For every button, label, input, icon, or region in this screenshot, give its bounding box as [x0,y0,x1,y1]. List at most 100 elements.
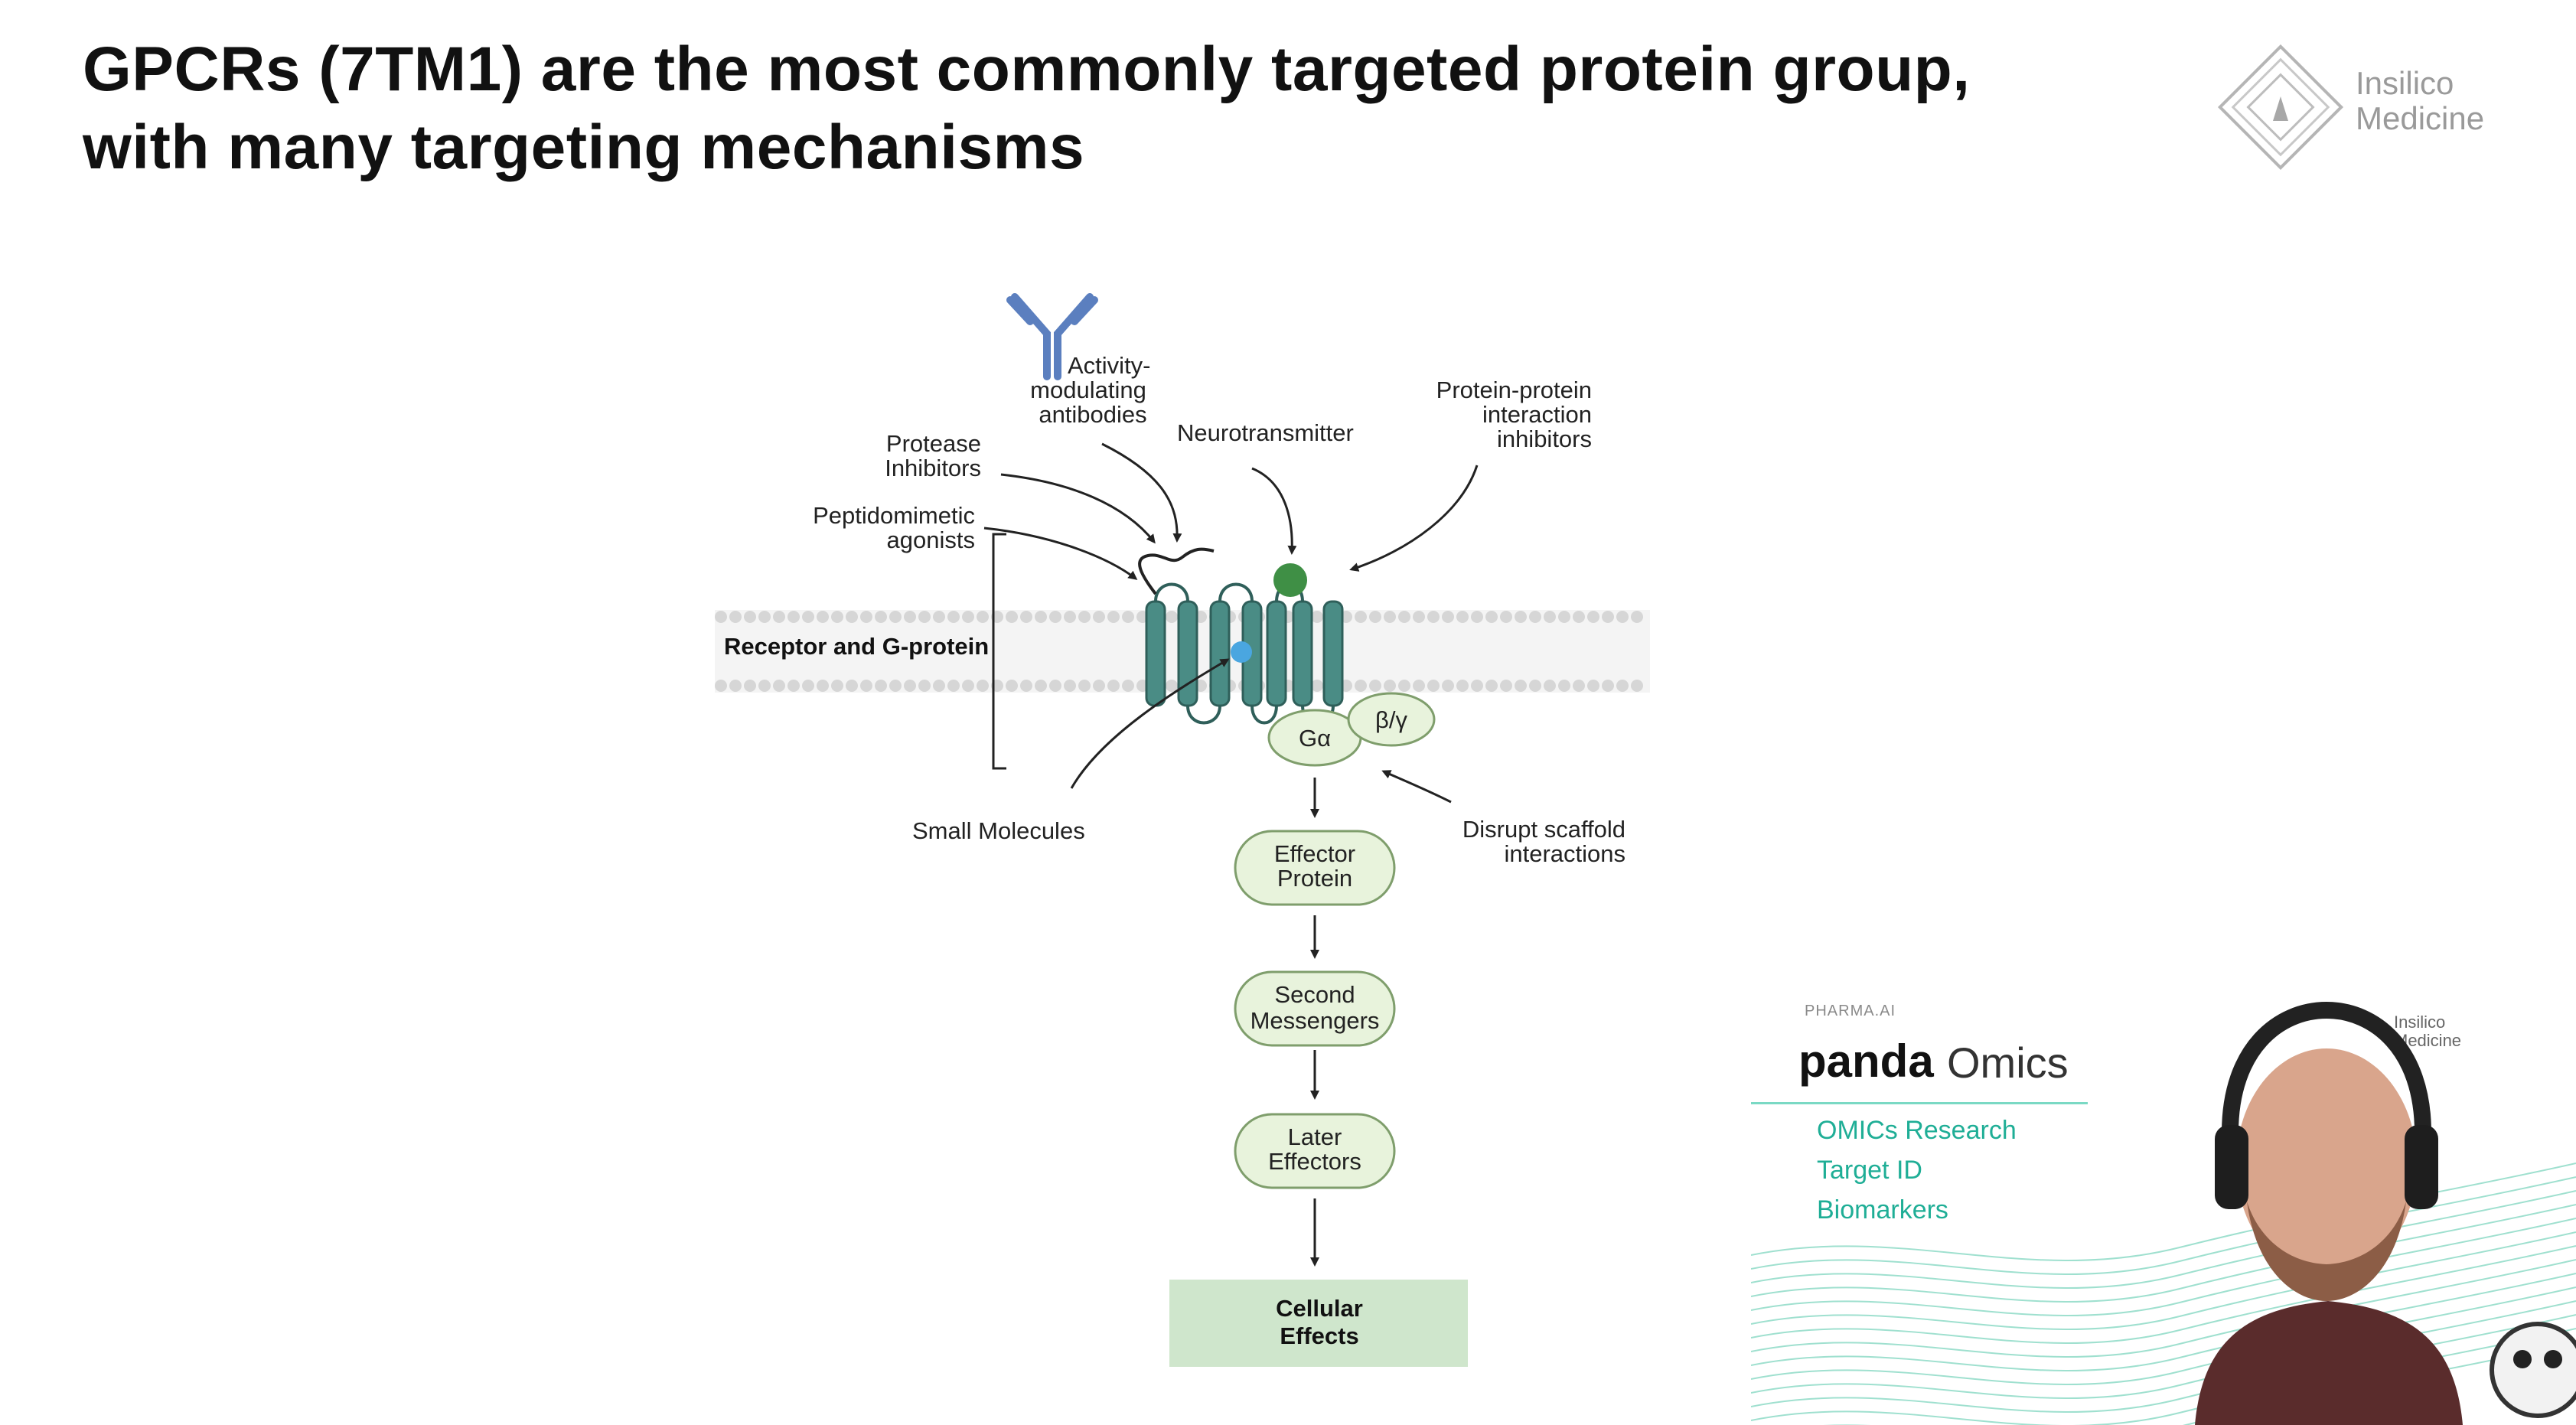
lipid-head [1122,611,1134,623]
antibody-icon [1006,293,1098,380]
lipid-head [977,611,989,623]
arrow-disrupt [1381,770,1452,804]
panda-wordmark: panda [1798,1035,1934,1087]
lipid-head [1558,680,1570,692]
lipid-head [1485,680,1498,692]
activity-label-2: modulating [1030,377,1146,403]
slide-title: GPCRs (7TM1) are the most commonly targe… [83,31,2134,187]
signal-cascade: Effector Protein Second Messengers Later… [1169,778,1468,1367]
cellular-label-1: Cellular [1276,1295,1363,1322]
wave-line [1751,1218,2576,1316]
lipid-head [1500,680,1512,692]
lipid-head [1515,680,1527,692]
wave-line [1751,1162,2576,1261]
wave-line [1751,1231,2576,1330]
wave-line [1751,1176,2576,1275]
lipid-head [1078,680,1091,692]
lipid-head [787,680,800,692]
logo-text: Insilico Medicine [2356,65,2485,136]
lipid-head [1616,611,1629,623]
pharma-ai-label: PHARMA.AI [1805,1003,1896,1019]
lipid-head [1442,611,1454,623]
small-molecule-ball [1231,641,1252,663]
lipid-head [1006,611,1018,623]
lipid-head [1355,680,1367,692]
wave-line [1751,1245,2576,1344]
arrow-peptidomimetic [983,527,1138,580]
lipid-head [1602,611,1614,623]
lipid-head [1020,611,1032,623]
lipid-head [1587,680,1599,692]
transmembrane-helix [1145,600,1166,707]
transmembrane-helix [1209,600,1231,707]
later-label-2: Effectors [1268,1148,1361,1175]
lipid-head [1006,680,1018,692]
lipid-head [802,611,814,623]
lipid-head [1020,680,1032,692]
lipid-head [1485,611,1498,623]
lipid-head [904,680,916,692]
insilico-logo-icon [2217,44,2344,171]
lipid-head [1369,680,1381,692]
lipid-head [1107,611,1120,623]
presenter-overlay: PHARMA.AI panda Omics OMICs Research Tar… [1751,980,2576,1425]
lipid-head [729,611,742,623]
omics-wordmark: Omics [1947,1039,2069,1087]
ppi-label-2: interaction [1482,401,1592,428]
lipid-head [744,680,756,692]
lipid-head [817,680,829,692]
lipid-head [1573,680,1585,692]
disrupt-label-1: Disrupt scaffold [1462,816,1625,843]
lipid-head [933,680,945,692]
lipid-head [1413,680,1425,692]
lipid-head [1413,611,1425,623]
presenter-webcam [2195,1001,2576,1425]
title-line-1: GPCRs (7TM1) are the most commonly targe… [83,34,1971,104]
lipid-head [1369,611,1381,623]
lipid-head [1035,611,1047,623]
lipid-head [1616,680,1629,692]
second-messengers-node [1234,970,1396,1047]
lipid-head [1544,611,1556,623]
second-label-1: Second [1274,981,1355,1008]
lipid-head [889,611,902,623]
lipid-head [1631,611,1643,623]
lipid-head [1427,680,1440,692]
lipid-head [1398,611,1410,623]
transmembrane-helix [1266,600,1287,707]
lipid-head [817,611,829,623]
lipid-head [918,611,931,623]
protease-label-1: Protease [886,430,981,457]
neurotransmitter-label: Neurotransmitter [1177,419,1354,446]
lipid-head [1398,680,1410,692]
lipid-head [1456,680,1469,692]
transmembrane-helix [1292,600,1313,707]
lipid-head [1544,680,1556,692]
wave-line [1751,1273,2576,1371]
lipid-head [1602,680,1614,692]
helix-loop [1251,705,1278,725]
lipid-head [1384,680,1396,692]
lipid-head [947,680,960,692]
lipid-head [860,680,872,692]
lipid-head [1558,611,1570,623]
lipid-head [831,611,843,623]
lipid-head [1093,611,1105,623]
lipid-head [1093,680,1105,692]
lipid-head [1064,611,1076,623]
overlay-item-3: Biomarkers [1817,1195,1948,1224]
lipid-head [1515,611,1527,623]
overlay-item-2: Target ID [1817,1156,1922,1185]
lipid-head [773,611,785,623]
lipid-head [860,611,872,623]
title-line-2: with many targeting mechanisms [83,112,1085,182]
later-label-1: Later [1288,1123,1342,1150]
lipid-head [933,611,945,623]
lipid-head [846,611,858,623]
peptidomimetic-label-1: Peptidomimetic [813,502,975,529]
lipid-head [1049,680,1061,692]
arrow-neurotransmitter [1251,467,1297,555]
lipid-head [846,680,858,692]
neurotransmitter-ligand [1273,563,1307,597]
